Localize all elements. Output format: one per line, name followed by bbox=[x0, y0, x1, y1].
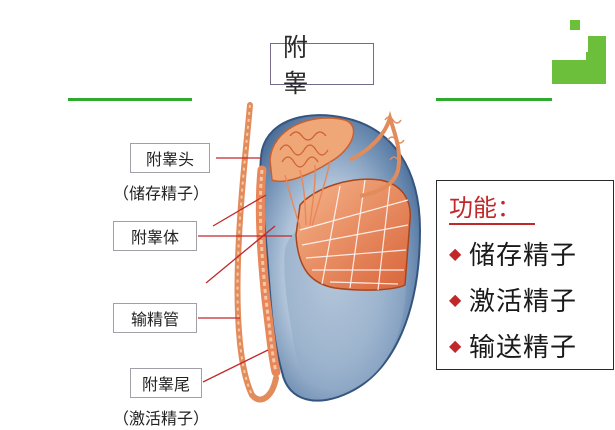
function-item-text: 储存精子 bbox=[469, 240, 578, 271]
function-item: ◆ 储存精子 bbox=[449, 235, 613, 271]
page-title: 附 睾 bbox=[270, 33, 374, 98]
epididymis-head bbox=[269, 117, 355, 182]
function-item-text: 激活精子 bbox=[469, 286, 578, 317]
diamond-bullet-icon: ◆ bbox=[449, 289, 462, 309]
title-rule-right bbox=[436, 98, 552, 101]
label-vas-deferens: 输精管 bbox=[113, 303, 197, 333]
function-panel: 功能： ◆ 储存精子 ◆ 激活精子 ◆ 输送精子 bbox=[436, 180, 614, 370]
note-tail-activation: （激活精子） bbox=[113, 409, 210, 428]
label-vas-deferens-text: 输精管 bbox=[130, 310, 179, 329]
function-item-text: 输送精子 bbox=[469, 332, 578, 363]
note-head-storage: （储存精子） bbox=[113, 184, 210, 203]
function-item: ◆ 输送精子 bbox=[449, 327, 613, 363]
diamond-bullet-icon: ◆ bbox=[449, 243, 462, 263]
logo-icon bbox=[552, 20, 606, 84]
label-epididymis-tail-text: 附睾尾 bbox=[141, 375, 190, 394]
function-item: ◆ 激活精子 bbox=[449, 281, 613, 317]
function-title: 功能： bbox=[449, 193, 535, 225]
label-epididymis-body-text: 附睾体 bbox=[130, 228, 179, 247]
label-epididymis-tail: 附睾尾 bbox=[130, 368, 202, 398]
page-title-text: 附 睾 bbox=[283, 33, 323, 98]
label-epididymis-head: 附睾头 bbox=[130, 143, 210, 173]
label-epididymis-head-text: 附睾头 bbox=[145, 150, 194, 169]
epididymis-body bbox=[255, 165, 281, 377]
label-epididymis-body: 附睾体 bbox=[113, 221, 197, 251]
title-rule-left bbox=[68, 98, 192, 101]
diamond-bullet-icon: ◆ bbox=[449, 335, 462, 355]
